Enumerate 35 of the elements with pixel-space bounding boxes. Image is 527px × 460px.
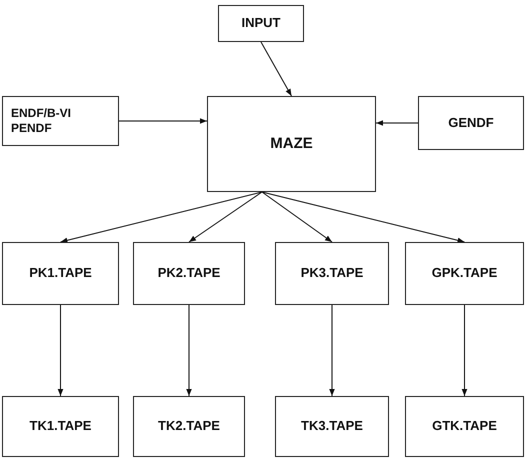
arrow: [60, 192, 262, 244]
box-label: PK3.TAPE: [300, 265, 364, 282]
box-label: GPK.TAPE: [432, 265, 498, 282]
process-box: [133, 396, 245, 457]
arrow: [262, 192, 465, 244]
process-box: [218, 5, 304, 42]
arrow: [260, 42, 292, 96]
box-label: INPUT: [242, 15, 280, 32]
arrow: [262, 192, 332, 242]
process-box: [275, 396, 389, 457]
arrow: [58, 304, 64, 396]
process-box: [2, 396, 119, 457]
process-box: [207, 96, 376, 192]
process-box: [405, 396, 524, 457]
arrow: [118, 118, 208, 124]
process-box: [418, 96, 524, 150]
arrow: [462, 304, 468, 396]
process-box: [405, 242, 524, 305]
box-label: MAZE: [270, 134, 313, 154]
box-label: GTK.TAPE: [432, 418, 497, 435]
box-label: TK2.TAPE: [158, 418, 220, 435]
process-box: [2, 96, 119, 146]
arrow: [186, 304, 192, 396]
arrow: [188, 192, 262, 242]
box-label: PK1.TAPE: [29, 265, 92, 282]
box-label: TK3.TAPE: [301, 418, 363, 435]
arrow: [376, 120, 418, 126]
process-box: [275, 242, 389, 305]
box-label: GENDF: [448, 114, 494, 132]
box-label: PK2.TAPE: [158, 265, 220, 282]
box-label: ENDF/B-VI PENDF: [11, 106, 72, 136]
process-box: [133, 242, 245, 305]
process-box: [2, 242, 119, 305]
box-label: TK1.TAPE: [30, 418, 92, 435]
arrow: [329, 304, 335, 396]
